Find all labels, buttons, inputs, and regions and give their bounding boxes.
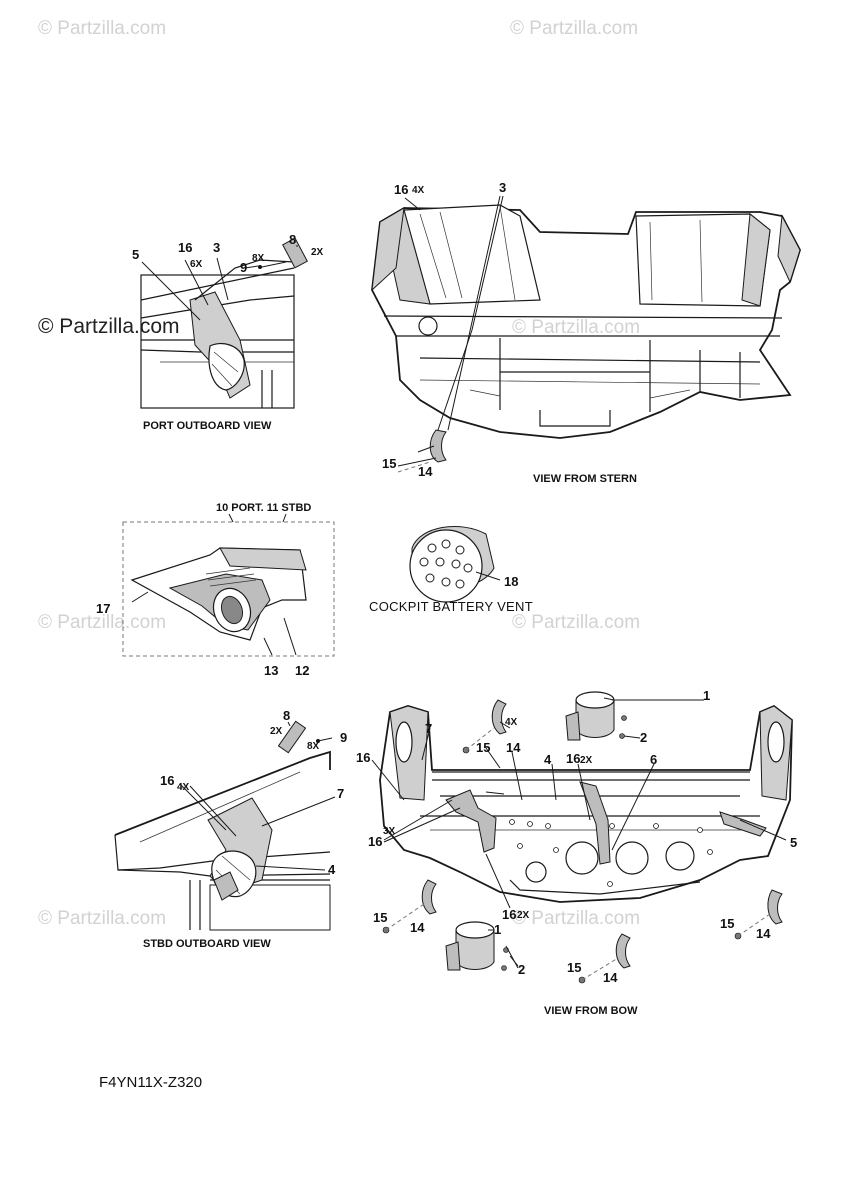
- stbd-callout-16: 16: [160, 773, 174, 788]
- bow-hose-top: [491, 699, 507, 735]
- port-callout-16: 16: [178, 240, 192, 255]
- stbd-outboard-view-caption: STBD OUTBOARD VIEW: [143, 938, 271, 950]
- port-callout-3: 3: [213, 240, 220, 255]
- stbd-callout-16-mult: 4X: [177, 782, 190, 793]
- bow-callout-15-c: 15: [567, 960, 581, 975]
- port-callout-8: 8: [289, 232, 296, 247]
- bow-callout-14-a: 14: [506, 740, 521, 755]
- bow-callout-2-bot: 2: [518, 962, 525, 977]
- bow-hose-stbd: [767, 889, 783, 925]
- battery-vent-callout-18: 18: [504, 574, 518, 589]
- port-outboard-view: 5 16 6X 3 9 8X 8 2X PORT OUTBOARD VIEW: [132, 232, 324, 432]
- stern-port-fin: [371, 207, 405, 292]
- watermark-group: © Partzilla.com © Partzilla.com © Partzi…: [38, 18, 640, 929]
- bow-callout-16-c-mult: 3X: [383, 826, 396, 837]
- stern-callout-3: 3: [499, 180, 506, 195]
- port-callout-5: 5: [132, 247, 139, 262]
- watermark-top-right: © Partzilla.com: [510, 18, 638, 39]
- port-view-frame: [140, 274, 295, 409]
- vent-cover-group: 10 PORT. 11 STBD 17 13 12: [96, 502, 335, 678]
- bow-callout-14-c: 14: [603, 970, 618, 985]
- bow-callout-14-d: 14: [756, 926, 771, 941]
- stbd-callout-8: 8: [283, 708, 290, 723]
- stbd-outboard-view: 8 2X 9 8X 16 4X 7 4 STBD OUTBOARD VIEW: [114, 708, 347, 950]
- cover-group-header: 10 PORT. 11 STBD: [216, 502, 311, 514]
- watermark-left-3: © Partzilla.com: [38, 908, 166, 929]
- bow-callout-15-d: 15: [720, 916, 734, 931]
- watermark-right-3: © Partzilla.com: [512, 908, 640, 929]
- watermark-left-2: © Partzilla.com: [38, 612, 166, 633]
- bow-callout-7: 7: [425, 721, 432, 736]
- cover-callout-12: 12: [295, 663, 309, 678]
- stern-stbd-fin: [777, 214, 801, 284]
- cover-group-frame: [122, 521, 335, 657]
- stern-callout-14: 14: [418, 464, 433, 479]
- bow-callout-4: 4: [544, 752, 552, 767]
- stern-callout-15: 15: [382, 456, 396, 471]
- stern-hull-outline: [371, 207, 801, 439]
- stern-vent-hose: [429, 429, 447, 463]
- watermark-mid-right: © Partzilla.com: [512, 317, 640, 338]
- watermark-top-left: © Partzilla.com: [38, 18, 166, 39]
- bow-callout-16-c: 16: [368, 834, 382, 849]
- stbd-vent-cover-piece: [277, 720, 307, 754]
- stbd-callout-9-mult: 8X: [307, 741, 320, 752]
- bow-callout-16-d: 16: [502, 907, 516, 922]
- bow-callout-16-a: 16: [356, 750, 370, 765]
- bow-port-duct: [445, 789, 497, 853]
- port-outboard-view-caption: PORT OUTBOARD VIEW: [143, 420, 272, 432]
- cover-callout-13: 13: [264, 663, 278, 678]
- stern-callout-16-mult: 4X: [412, 185, 425, 196]
- bow-center-duct: [579, 781, 611, 865]
- port-callout-16-mult: 6X: [190, 259, 203, 270]
- bow-callout-4x: 4X: [505, 717, 518, 728]
- stern-callout-16: 16: [394, 182, 408, 197]
- bow-callout-1-top: 1: [703, 688, 710, 703]
- bow-stbd-duct: [719, 811, 767, 837]
- cover-callout-17: 17: [96, 601, 110, 616]
- port-callout-8-mult: 2X: [311, 247, 324, 258]
- port-deck-edge: [140, 267, 295, 301]
- bow-callout-15-b: 15: [373, 910, 387, 925]
- cockpit-battery-vent-caption: COCKPIT BATTERY VENT: [369, 599, 533, 614]
- bow-callout-1-bot: 1: [494, 922, 501, 937]
- stbd-deck-edge: [114, 750, 331, 836]
- bow-callout-6: 6: [650, 752, 657, 767]
- cockpit-battery-vent: 18 COCKPIT BATTERY VENT: [369, 526, 533, 614]
- figure-code: F4YN11X-Z320: [99, 1074, 202, 1091]
- stbd-callout-7: 7: [337, 786, 344, 801]
- bow-callout-16-b-mult: 2X: [580, 755, 593, 766]
- bow-callout-15-a: 15: [476, 740, 490, 755]
- bow-callout-14-b: 14: [410, 920, 425, 935]
- stbd-callout-8-mult: 2X: [270, 726, 283, 737]
- bow-hose-port: [421, 879, 437, 915]
- port-callout-9: 9: [240, 260, 247, 275]
- bow-callout-16-b: 16: [566, 751, 580, 766]
- watermark-dark: © Partzilla.com: [38, 315, 180, 338]
- stbd-callout-9: 9: [340, 730, 347, 745]
- bow-top-vent-cap: [575, 691, 615, 709]
- bow-callout-16-d-mult: 2X: [517, 910, 530, 921]
- port-callout-9-mult: 8X: [252, 253, 265, 264]
- bow-callout-2-top: 2: [640, 730, 647, 745]
- watermark-right-2: © Partzilla.com: [512, 612, 640, 633]
- view-from-stern: 16 4X 3 15 14 VIEW FROM STERN: [371, 180, 801, 485]
- stern-drain-plug: [418, 316, 438, 336]
- stbd-callout-4: 4: [328, 862, 336, 877]
- bow-hose-center: [615, 933, 631, 969]
- view-from-bow: 1 2 7 4X 15 14 16 4 16 2X 6 3X 16 5 15 1…: [356, 688, 797, 1017]
- bow-callout-5: 5: [790, 835, 797, 850]
- view-from-bow-caption: VIEW FROM BOW: [544, 1005, 638, 1017]
- view-from-stern-caption: VIEW FROM STERN: [533, 473, 637, 485]
- port-vent-cover-piece: [282, 237, 308, 269]
